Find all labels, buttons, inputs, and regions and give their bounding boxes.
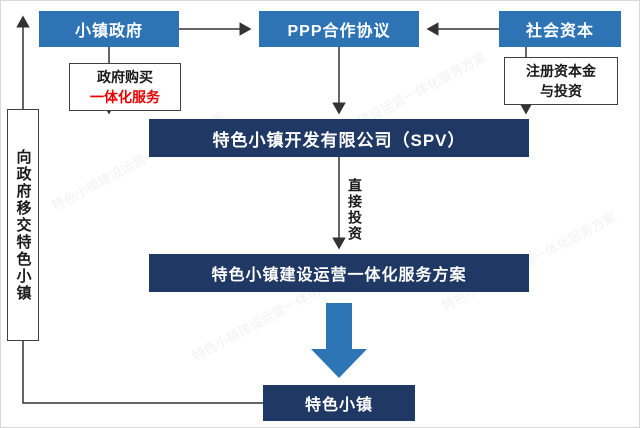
- down-block-arrow: [311, 303, 367, 378]
- annotation-gov-purchase: 政府购买 一体化服务: [69, 63, 181, 111]
- annotation-registered-capital: 注册资本金 与投资: [504, 57, 618, 105]
- gov-purchase-line2: 一体化服务: [90, 89, 160, 105]
- node-town: 特色小镇: [263, 385, 415, 421]
- node-plan: 特色小镇建设运营一体化服务方案: [149, 254, 529, 292]
- node-social-capital: 社会资本: [499, 11, 621, 47]
- node-government: 小镇政府: [39, 11, 179, 47]
- registered-capital-line1: 注册资本金: [526, 63, 596, 79]
- label-direct-investment: 直接投资: [347, 178, 363, 242]
- node-spv: 特色小镇开发有限公司（SPV）: [149, 119, 529, 157]
- gov-purchase-line1: 政府购买: [97, 69, 153, 85]
- registered-capital-line2: 与投资: [540, 83, 582, 99]
- label-transfer-to-government: 向政府移交特色小镇: [7, 109, 39, 341]
- node-ppp-agreement: PPP合作协议: [259, 11, 419, 47]
